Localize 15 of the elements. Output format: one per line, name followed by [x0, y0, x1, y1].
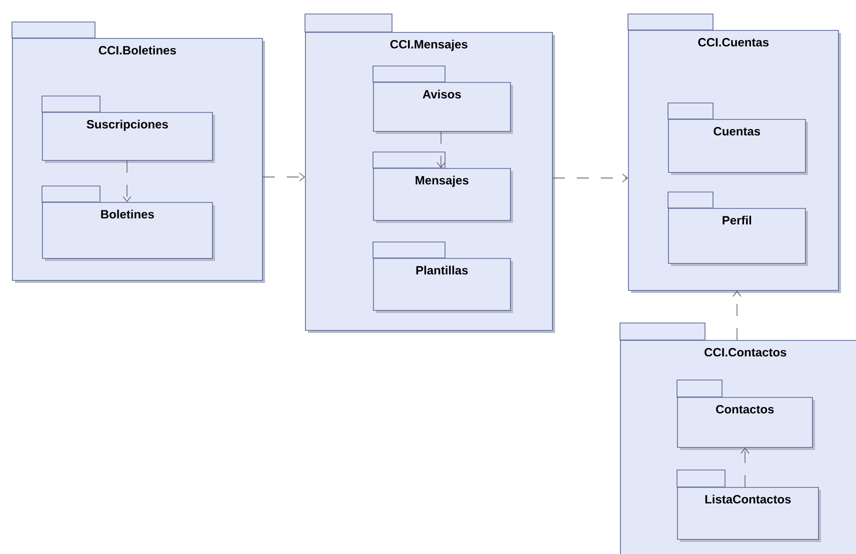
package-box: Perfil — [668, 192, 808, 266]
package-box: Suscripciones — [42, 96, 215, 163]
dependency-arrow — [740, 448, 750, 488]
package-box: ListaContactos — [676, 470, 821, 542]
package-box: Avisos — [372, 66, 513, 134]
package-box: Contactos — [676, 380, 815, 450]
dependency-arrow — [122, 160, 132, 202]
package-box: Cuentas — [668, 102, 808, 175]
package-box: Mensajes — [372, 152, 513, 223]
package-box: Boletines — [42, 186, 215, 261]
dependency-arrow — [436, 131, 446, 168]
dependency-arrow — [552, 174, 628, 182]
dependency-arrow — [732, 290, 742, 340]
dependency-arrow — [262, 172, 305, 182]
package-box: Plantillas — [372, 242, 513, 313]
